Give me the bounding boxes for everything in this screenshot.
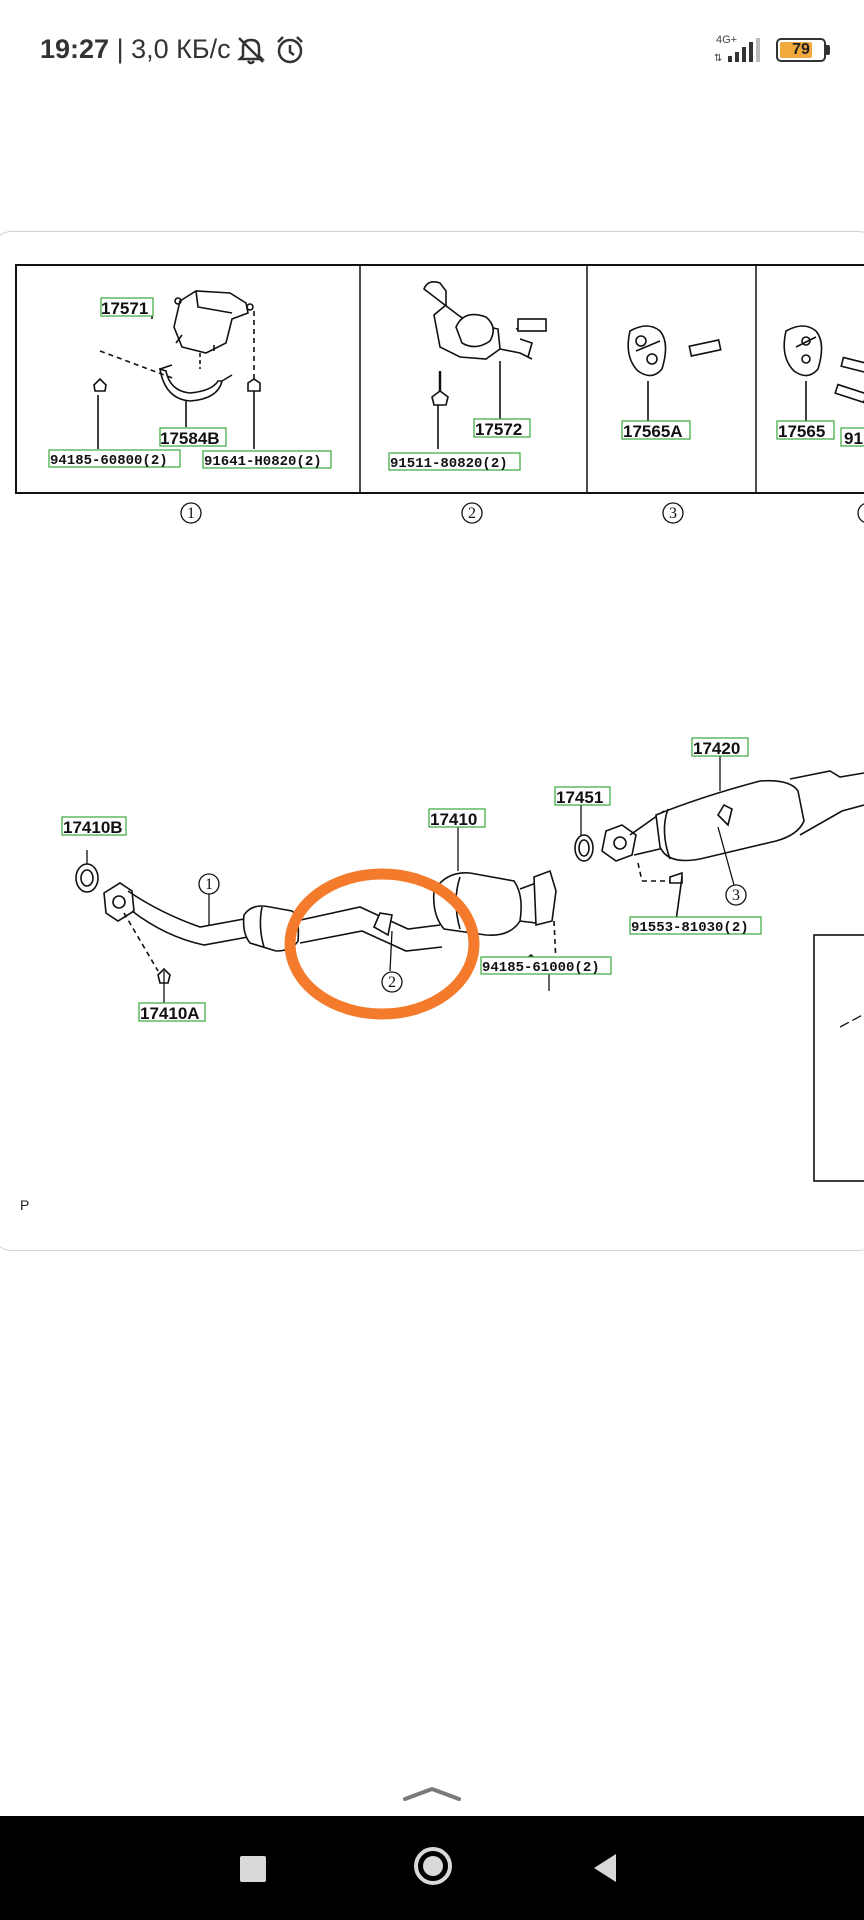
top-panels-grid: [15, 264, 864, 494]
svg-text:⇅: ⇅: [714, 53, 722, 64]
marker-2: 2: [388, 974, 396, 991]
panel-2-drawing: [423, 281, 547, 449]
callout-box: [776, 420, 835, 440]
marker-1: 1: [205, 876, 213, 893]
callout-box: [473, 418, 531, 438]
callout-17410A: 17410A: [140, 1004, 200, 1023]
part-number-94185-60800: 94185-60800(2): [50, 453, 168, 469]
exhaust-parts-diagram[interactable]: 17571 17584B 94185-60800(2) 91641-H0820(…: [0, 231, 864, 1251]
home-circle-icon[interactable]: [414, 1847, 452, 1885]
panel-index-3: 3: [669, 505, 677, 522]
callout-17410: 17410: [430, 810, 477, 829]
panel-index-2: 2: [468, 505, 476, 522]
callout-box: [554, 786, 611, 806]
battery-tip: [826, 45, 830, 55]
part-number-91641-H0820: 91641-H0820(2): [204, 454, 322, 470]
callout-box: [138, 1002, 206, 1022]
battery-fill: [780, 42, 812, 58]
callout-box: [691, 737, 749, 757]
part-number-box: [480, 956, 612, 975]
page-marker: P: [20, 1197, 29, 1213]
navigation-bar: [0, 1816, 864, 1920]
panel-3-labels: 17565A: [621, 420, 691, 441]
panels-frame: [15, 264, 864, 494]
main-callout-lines: [86, 756, 735, 1003]
recents-square-icon[interactable]: [240, 1856, 266, 1882]
notifications-muted-icon: [236, 37, 266, 65]
status-time: 19:27: [40, 34, 110, 64]
panel-index-1: 1: [187, 505, 195, 522]
panel-1-labels: 17571 17584B 94185-60800(2) 91641-H0820(…: [48, 297, 332, 470]
part-number-box: [388, 452, 521, 471]
part-number-91511-80820: 91511-80820(2): [390, 456, 508, 472]
signal-icon: ⇅: [714, 38, 760, 64]
callout-box: [840, 427, 864, 447]
part-number-91553-81030: 91553-81030(2): [631, 920, 749, 936]
panel-2-labels: 17572 91511-80820(2): [388, 418, 531, 472]
panel-index-circle: [180, 502, 202, 524]
battery-level: 79: [792, 41, 810, 58]
status-bar: 19:27 | 3,0 КБ/с 4G+ ⇅ 79: [0, 0, 864, 100]
part-number-box: [202, 450, 332, 469]
callout-17420: 17420: [693, 739, 740, 758]
panel-4-drawing: [783, 325, 864, 429]
part-number-box: [629, 916, 762, 935]
callout-17410B: 17410B: [63, 818, 123, 837]
callout-box: [159, 427, 227, 447]
panel-4-labels: 17565 91: [776, 420, 864, 448]
marker-circle: [725, 884, 747, 906]
panel-index-circle: [662, 502, 684, 524]
callout-box: [100, 297, 154, 317]
panel-1-drawing: [93, 290, 261, 449]
panel-index-circle: [461, 502, 483, 524]
callout-box: [61, 816, 127, 836]
part-number-94185-61000: 94185-61000(2): [482, 960, 600, 976]
callout-17451: 17451: [556, 788, 603, 807]
expand-chevron-icon[interactable]: [403, 1785, 461, 1803]
main-markers: 1 2 3: [198, 873, 747, 993]
marker-circle: [381, 971, 403, 993]
status-separator: |: [116, 34, 124, 64]
callout-17565: 17565: [778, 422, 825, 441]
part-number-box: [48, 449, 181, 468]
gasket-17410b: [75, 863, 99, 893]
home-circle-inner: [423, 1856, 443, 1876]
alarm-icon: [277, 36, 303, 64]
callout-17584B: 17584B: [160, 429, 220, 448]
callout-17565A: 17565A: [623, 422, 683, 441]
inset-frame: [813, 934, 864, 1182]
marker-3: 3: [732, 887, 740, 904]
callout-box: [621, 420, 691, 440]
network-type-label: 4G+: [716, 34, 738, 46]
status-speed: 3,0 КБ/с: [131, 34, 231, 64]
callout-91-partial: 91: [844, 429, 863, 448]
highlight-circle-annotation: [284, 868, 480, 1020]
back-triangle-icon[interactable]: [594, 1854, 616, 1882]
panel-index-circle: [857, 503, 864, 523]
callout-box: [428, 808, 486, 828]
callout-17571: 17571: [101, 299, 148, 318]
panel-index-markers: 1 2 3: [180, 502, 864, 524]
marker-circle: [198, 873, 220, 895]
battery-icon: 79: [776, 38, 826, 62]
callout-17572: 17572: [475, 420, 522, 439]
status-time-speed: 19:27 | 3,0 КБ/с: [40, 34, 231, 65]
panel-3-drawing: [627, 325, 722, 429]
